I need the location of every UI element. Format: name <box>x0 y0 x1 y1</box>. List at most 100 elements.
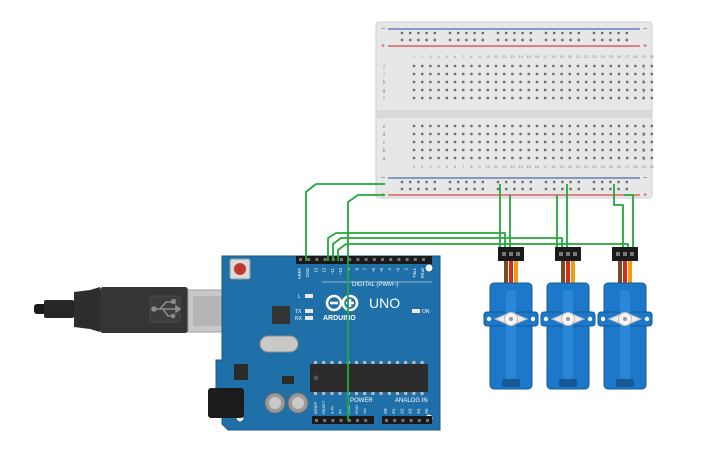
breadboard-hole <box>457 31 460 35</box>
breadboard-hole <box>494 64 498 68</box>
column-number: 6 <box>454 164 457 169</box>
breadboard-hole <box>527 124 530 128</box>
header-pin <box>331 419 335 422</box>
breadboard-hole <box>593 124 596 128</box>
breadboard-hole <box>585 96 588 100</box>
breadboard-hole <box>453 88 457 92</box>
breadboard-hole <box>425 38 428 42</box>
header-pin <box>417 419 421 422</box>
column-number: 18 <box>551 164 556 169</box>
column-number: 30 <box>650 54 655 59</box>
breadboard-hole <box>634 88 637 92</box>
led-l <box>305 294 313 298</box>
breadboard-hole <box>448 187 452 191</box>
servo-motor[interactable] <box>540 247 596 390</box>
breadboard-hole <box>470 88 473 92</box>
row-letter: i <box>383 72 384 78</box>
reset-button[interactable] <box>229 258 251 280</box>
column-number: 28 <box>633 54 638 59</box>
led-l-label: L <box>298 294 301 300</box>
breadboard-hole <box>462 80 465 84</box>
digital-label: DIGITAL (PWM~) <box>352 282 399 288</box>
breadboard-hole <box>429 132 432 136</box>
breadboard-hole <box>625 187 628 191</box>
breadboard-hole <box>503 88 506 92</box>
breadboard-hole <box>425 31 428 35</box>
breadboard-hole <box>481 38 484 42</box>
breadboard-hole <box>445 148 448 152</box>
digital-pin-label: ~11 <box>330 267 335 274</box>
breadboard-hole <box>470 64 473 68</box>
breadboard-hole <box>486 124 489 128</box>
column-number: 2 <box>421 164 424 169</box>
breadboard-hole <box>617 132 621 136</box>
breadboard-hole <box>453 156 457 160</box>
column-number: 14 <box>518 164 523 169</box>
breadboard-hole <box>527 80 530 84</box>
header-pin <box>413 258 417 261</box>
breadboard-hole <box>552 96 555 100</box>
column-number: 22 <box>584 164 589 169</box>
breadboard-hole <box>412 156 416 160</box>
breadboard-hole <box>519 64 522 68</box>
digital-pin-label: ~6 <box>371 267 376 272</box>
column-number: 2 <box>421 54 424 59</box>
led-on-label: ON <box>422 309 430 315</box>
breadboard-hole <box>617 88 621 92</box>
breadboard-hole <box>433 31 436 35</box>
breadboard-hole <box>494 96 498 100</box>
breadboard-hole <box>478 124 481 128</box>
row-letter: i <box>643 72 644 78</box>
breadboard-hole <box>569 180 572 184</box>
breadboard-hole <box>552 88 555 92</box>
breadboard-hole <box>626 148 629 152</box>
header-pin <box>356 419 359 422</box>
breadboard-hole <box>470 80 473 84</box>
wire-pin9-to-servo <box>337 243 629 261</box>
breadboard-hole <box>527 88 530 92</box>
servo-motor[interactable] <box>483 247 539 390</box>
breadboard-hole <box>634 80 637 84</box>
breadboard-hole <box>470 96 473 100</box>
breadboard-hole <box>576 96 580 100</box>
breadboard-hole <box>412 88 416 92</box>
breadboard-hole <box>521 180 524 184</box>
column-number: 7 <box>462 164 465 169</box>
column-number: 17 <box>543 54 548 59</box>
breadboard-hole <box>448 31 452 35</box>
servo-motor[interactable] <box>597 247 653 390</box>
breadboard-hole <box>585 124 588 128</box>
breadboard-groove <box>376 110 652 118</box>
breadboard-hole <box>462 64 465 68</box>
breadboard-hole <box>494 80 498 84</box>
breadboard-hole <box>445 88 448 92</box>
breadboard-hole <box>486 80 489 84</box>
breadboard-hole <box>478 88 481 92</box>
breadboard-hole <box>634 132 637 136</box>
atmega-chip <box>310 361 428 395</box>
breadboard-hole <box>513 31 516 35</box>
breadboard-hole <box>511 96 514 100</box>
breadboard-hole <box>400 187 404 191</box>
breadboard-hole <box>481 31 484 35</box>
breadboard-hole <box>511 64 514 68</box>
breadboard[interactable]: − + − + − + − + 112233445566778899101011… <box>375 21 655 199</box>
breadboard-hole <box>445 140 448 144</box>
digital-pin-label: RX◂0 <box>420 267 425 278</box>
breadboard-hole <box>421 80 424 84</box>
column-number: 29 <box>641 164 646 169</box>
breadboard-hole <box>544 38 548 42</box>
breadboard-hole <box>544 96 547 100</box>
breadboard-hole <box>585 72 588 76</box>
power-label: POWER <box>350 398 373 404</box>
column-number: 8 <box>470 164 473 169</box>
breadboard-hole <box>593 96 596 100</box>
column-number: 4 <box>437 164 440 169</box>
dc-power-jack[interactable] <box>208 388 244 418</box>
breadboard-top-rail: − + − + <box>381 26 647 50</box>
breadboard-hole <box>421 148 424 152</box>
breadboard-hole <box>421 96 424 100</box>
breadboard-hole <box>478 156 481 160</box>
breadboard-hole <box>519 88 522 92</box>
